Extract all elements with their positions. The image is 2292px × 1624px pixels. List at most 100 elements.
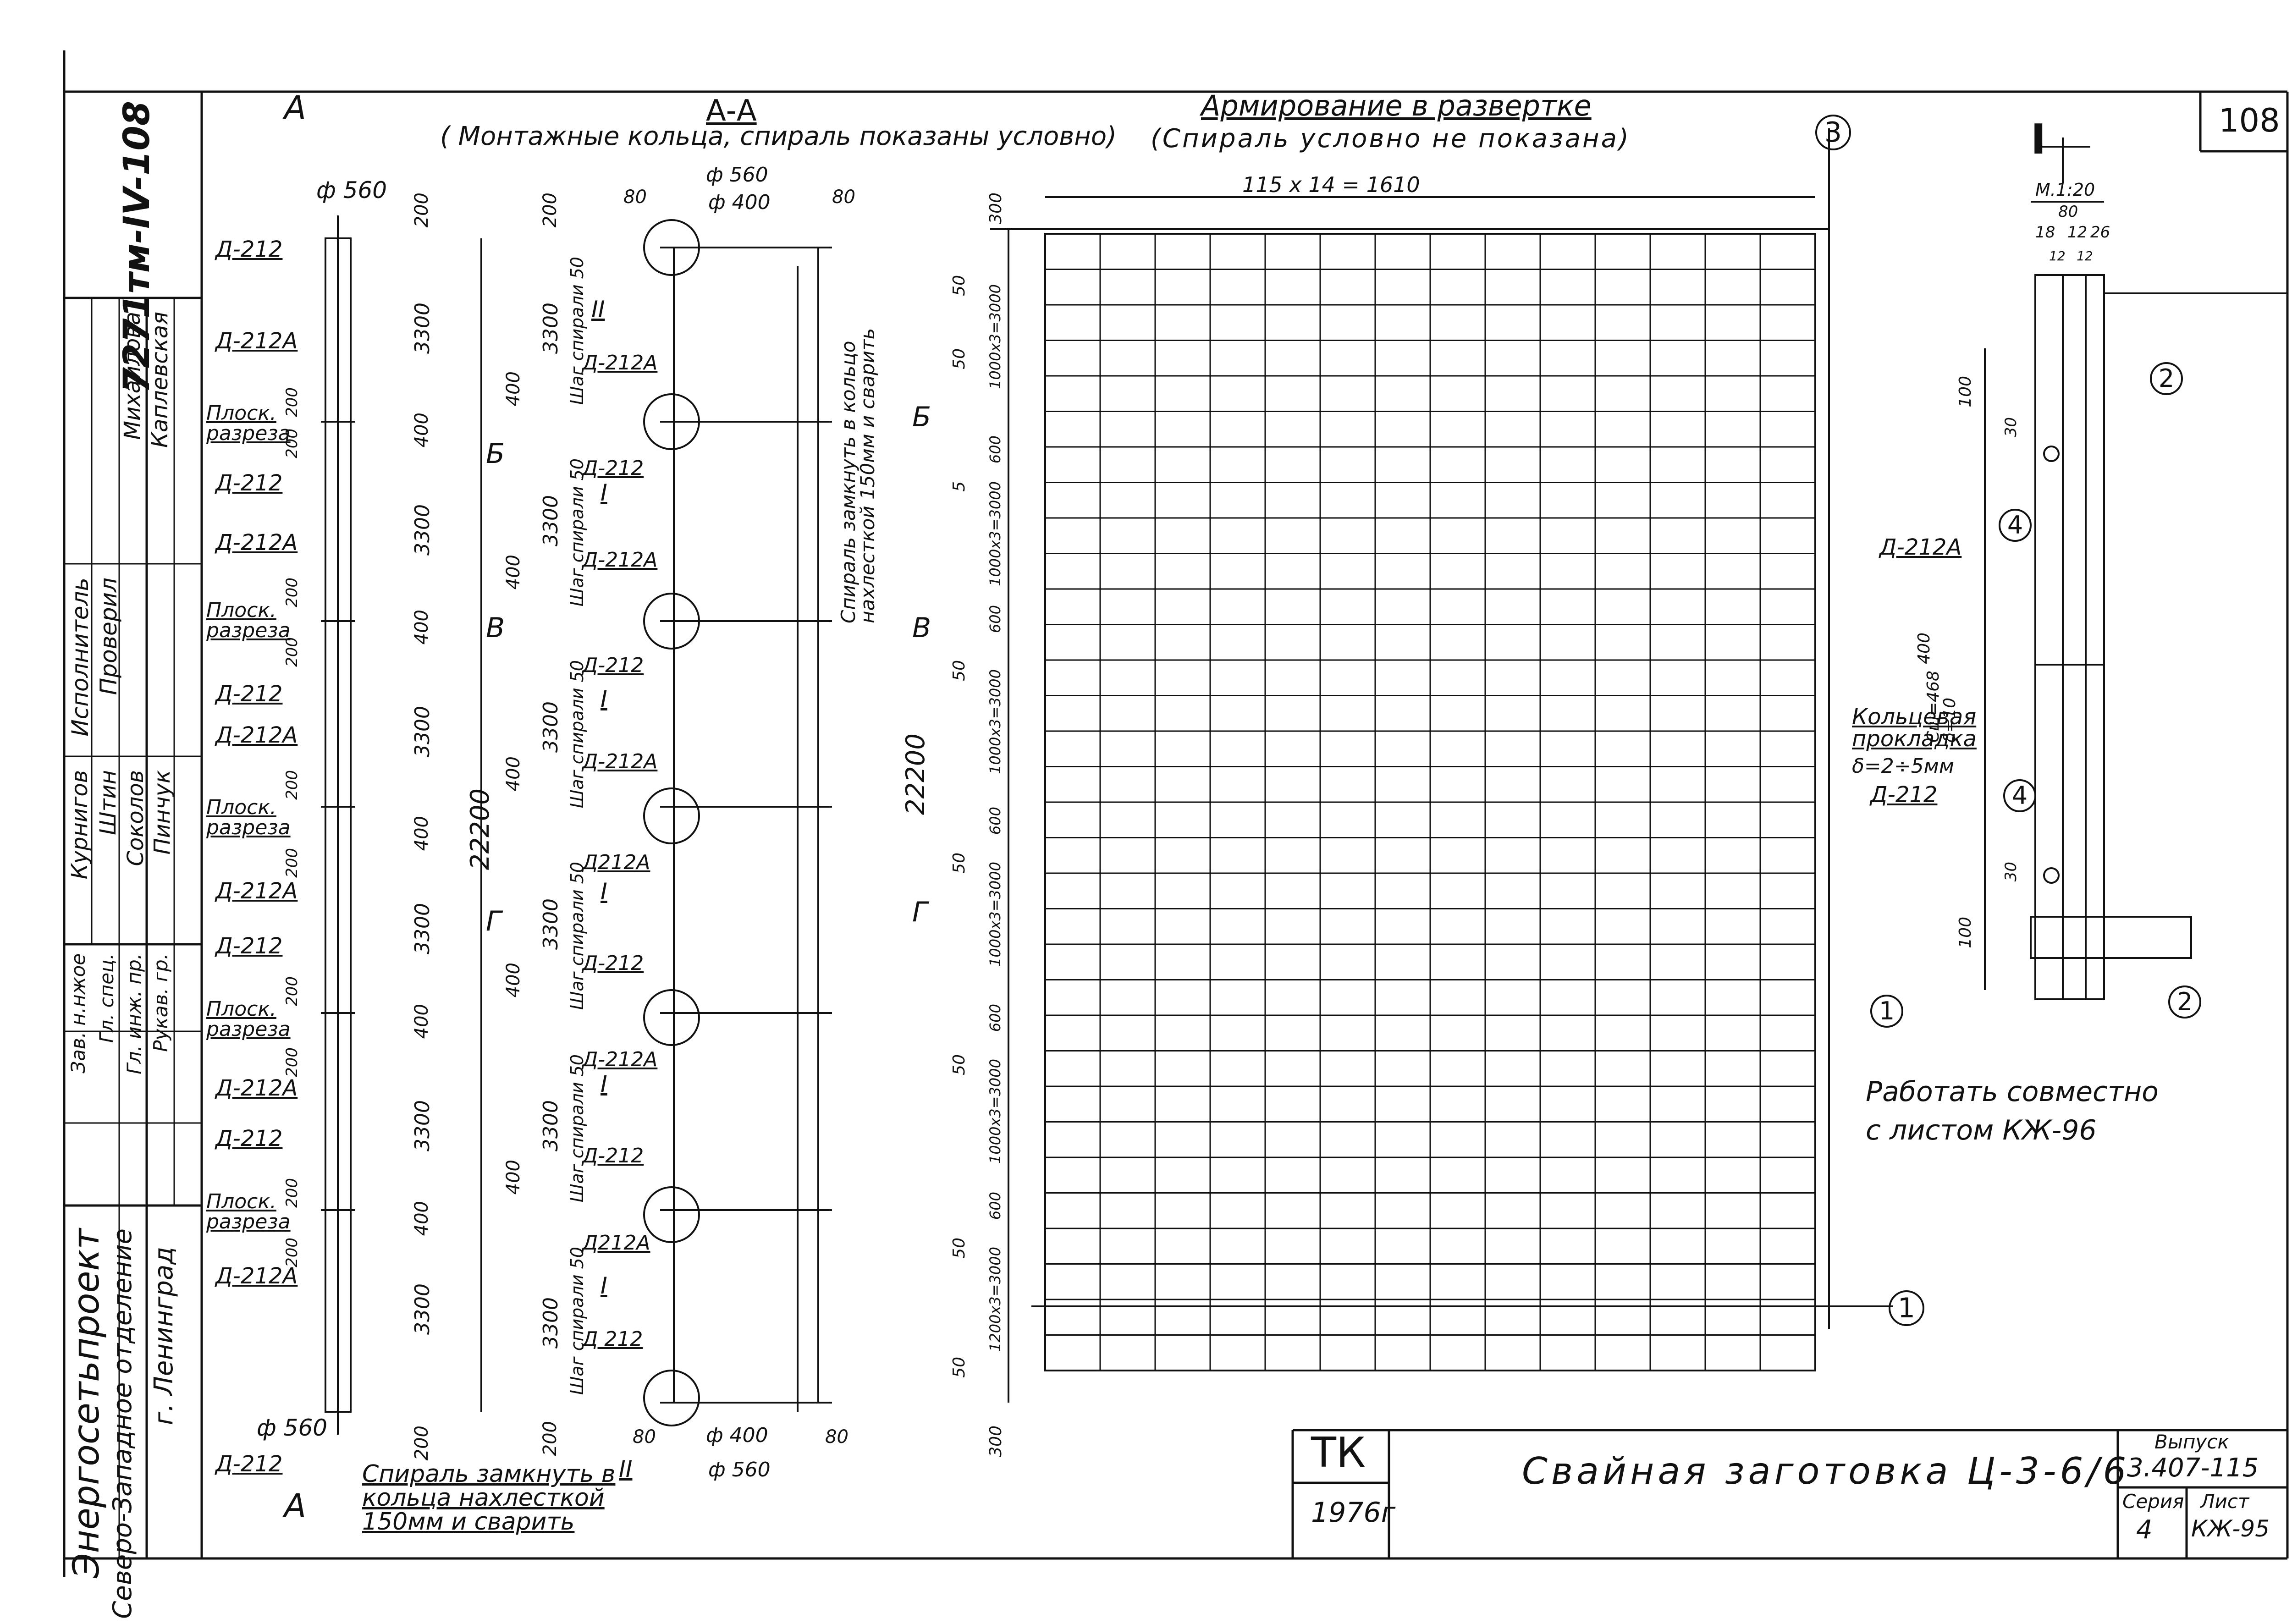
left-label: Плоск. разреза [206,402,291,445]
detail-top-dim: 12 [2049,248,2066,264]
development-dim: 5 [950,481,969,492]
spiral-pitch: Шаг спирали 50 [567,862,587,1010]
left-label: Плоск. разреза [206,796,291,839]
left-label: Д-212А [215,1075,298,1101]
section-segment-dim: 3300 [539,898,562,950]
section-edge-dim: 80 [623,187,647,208]
section-label: Д-212 [582,457,644,480]
section-label: Д-212А [582,750,658,773]
position-marker: 1 [1889,1290,1924,1326]
callout-mark: II [619,1456,633,1482]
left-segment-dim: 400 [411,1004,432,1039]
detail-lower-plate: Д-212 [1870,782,1938,808]
role-label: Рукав. гр. [149,953,172,1052]
person-name: Михайлова [120,312,145,440]
spiral-bottom-note: Спираль замкнуть в кольца нахлесткой 150… [362,1460,616,1536]
left-label: Д-212 [215,933,283,959]
development-dim: 600 [986,1004,1004,1032]
left-diameter-bottom: ф 560 [257,1415,328,1441]
detail-side-dim: 30 [2002,417,2020,437]
development-title: Армирование в развертке [1201,89,1592,122]
person-name: Каплевская [147,312,173,448]
detail-top-dim: 12 [2077,248,2093,264]
left-label: Д-212А [215,530,298,556]
cut-mark: В [486,612,505,644]
spiral-pitch: Шаг спирали 50 [567,257,587,405]
development-dim: 300 [986,1426,1005,1457]
cut-mark: Б [912,401,931,433]
section-label: Д-212А [582,1048,658,1071]
development-dim: 1000х3=3000 [986,669,1004,774]
development-dim: 50 [950,1357,969,1378]
development-dim: 50 [950,348,969,369]
development-total: 22200 [901,733,931,815]
role-label: Зав. н.нжое [67,953,89,1073]
section-label: Д-212А [582,548,658,572]
left-label: Плоск. разреза [206,1190,291,1233]
section-edge-dim: 80 [832,187,855,208]
section-label: Д-212 [582,1144,644,1167]
detail-side-dim: 100 [1956,917,1975,948]
development-dim: 1000х3=3000 [986,284,1004,389]
issue-value: 3.407-115 [2127,1453,2259,1483]
section-segment-dim: 400 [503,371,524,407]
detail-gasket-thickness: δ=2÷5мм [1852,754,1955,778]
left-total-length: 22200 [465,788,495,870]
development-dim: 600 [986,605,1004,633]
section-label: Д-212 [582,952,644,975]
development-dim: 50 [950,853,969,874]
development-dim: 600 [986,435,1004,464]
section-label: Д212А [582,851,650,874]
left-label: Д-212 [215,681,283,707]
sheet-value: КЖ-95 [2191,1515,2270,1542]
section-label: Д-212 [582,654,644,677]
development-dim: 50 [950,660,969,681]
development-dim: 600 [986,807,1004,835]
series-value: 4 [2136,1515,2153,1545]
callout-mark: I [601,878,607,905]
development-dim: 300 [986,193,1005,224]
position-marker: 1 [1870,995,1903,1028]
left-label: Д-212А [215,878,298,904]
development-top-dim: 115 х 14 = 1610 [1242,172,1420,197]
callout-mark: I [601,686,607,712]
stamp-code: ТК [1311,1429,1366,1477]
position-marker: 2 [2150,362,2183,395]
spiral-pitch: Шаг спирали 50 [567,660,587,809]
section-dim-inner: ф 400 [708,191,771,214]
section-segment-dim: 400 [503,555,524,590]
left-label: Д-212А [215,328,298,354]
section-segment-dim: 3300 [539,1100,562,1151]
detail-side-dim: 30 [2002,862,2020,882]
development-dim: 50 [950,1238,969,1259]
development-dim: 1000х3=3000 [986,481,1004,586]
left-segment-dim: 3300 [411,1283,434,1335]
cut-mark: Г [912,896,928,928]
left-segment-dim: 3300 [411,504,434,556]
position-marker: 2 [2168,985,2201,1018]
left-label: Д-212А [215,722,298,748]
section-dim-outer-bottom: ф 560 [708,1458,771,1481]
development-dim: 1000х3=3000 [986,862,1004,967]
section-segment-dim: 3300 [539,495,562,546]
left-joint-dim: 200 [283,1047,301,1077]
section-segment-dim: 3300 [539,1297,562,1349]
sheet-label: Лист [2200,1490,2249,1513]
callout-mark: I [601,479,607,506]
role-label: Проверил [95,578,122,695]
left-segment-dim: 3300 [411,303,434,354]
development-dim: 1200х3=3000 [986,1247,1004,1352]
section-dim-inner-bottom: ф 400 [706,1424,768,1447]
organization-city: г. Ленинград [149,1247,179,1426]
callout-mark: I [601,1272,607,1299]
left-label: Плоск. разреза [206,997,291,1041]
left-label: Д-212 [215,470,283,496]
position-marker: 3 [1815,115,1851,150]
left-joint-dim: 200 [283,848,301,878]
person-name: Штин [95,770,121,835]
spiral-pitch: Шаг спирали 50 [567,1054,587,1203]
left-label: Д-212 [215,237,283,262]
person-name: Курнигов [67,770,93,880]
left-segment-dim: 3300 [411,903,434,954]
